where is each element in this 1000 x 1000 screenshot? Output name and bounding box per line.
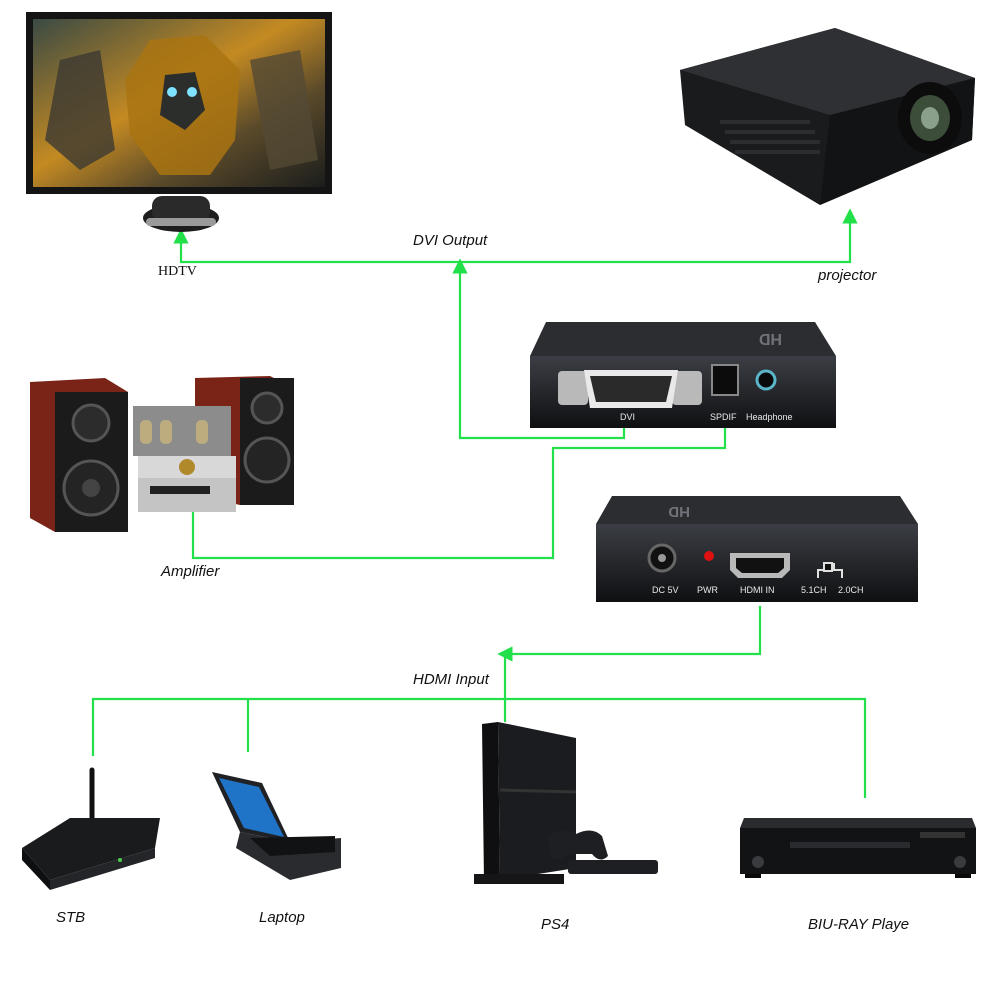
ps4-device: [474, 722, 658, 884]
stb-device: [22, 767, 160, 890]
headphone-jack: [755, 369, 777, 391]
hdtv-device: [26, 12, 332, 232]
laptop-label: Laptop: [259, 909, 305, 926]
projector-device: [680, 28, 975, 205]
converter-brand-text-2: HD: [668, 503, 690, 520]
bluray-device: [740, 818, 976, 878]
power-led: [704, 551, 714, 561]
projector-label: projector: [818, 267, 877, 284]
hdmi-input-label: HDMI Input: [413, 671, 489, 688]
amplifier-label: Amplifier: [161, 563, 220, 580]
amplifier-device: [30, 376, 294, 532]
hdmi-in-label: HDMI IN: [740, 585, 775, 595]
stb-label: STB: [56, 909, 86, 926]
ps4-label: PS4: [541, 916, 570, 933]
wire-dvi-output-bus: [173, 208, 858, 264]
laptop-device: [212, 772, 341, 880]
converter-output-panel: HD DVI SPDIF Headphone: [530, 322, 836, 428]
ch51-label: 5.1CH: [801, 585, 827, 595]
hdtv-label: HDTV: [158, 264, 197, 279]
ch20-label: 2.0CH: [838, 585, 864, 595]
dvi-output-label: DVI Output: [413, 232, 488, 249]
dvi-port: [558, 370, 702, 408]
bluray-label: BIU-RAY Playe: [808, 916, 910, 933]
headphone-port-label: Headphone: [746, 412, 793, 422]
channel-switch: [817, 562, 843, 578]
wire-hdmi-in-feed: [497, 606, 762, 662]
wire-spdif-to-amplifier: [185, 420, 727, 560]
converter-input-panel: HD DC 5V PWR HDMI IN 5.1CH 2.0CH: [596, 496, 918, 602]
hdmi-in-port: [730, 553, 790, 578]
dc-5v-label: DC 5V: [652, 585, 679, 595]
spdif-port: [711, 364, 739, 396]
wire-hdmi-input-bus: [91, 697, 867, 798]
converter-brand-text: HD: [759, 330, 782, 347]
spdif-port-label: SPDIF: [710, 412, 737, 422]
pwr-label: PWR: [697, 585, 718, 595]
dvi-port-label: DVI: [620, 412, 635, 422]
